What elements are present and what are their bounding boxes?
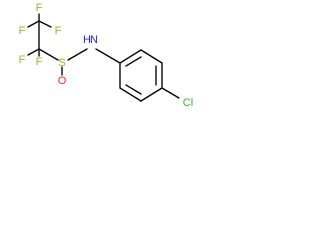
bond-cf2-f4 (27, 48, 40, 56)
ring-bond-4 (140, 87, 163, 102)
chlorine-atom: Cl (183, 97, 193, 109)
oxygen-atom: O (58, 75, 67, 87)
molecule-structure: F F F F F S O H N Cl (19, 2, 194, 109)
ring-inner-bond-3 (125, 84, 142, 95)
ring-bond-1 (119, 49, 142, 64)
fluorine-atom-4: F (19, 54, 26, 66)
ring-bond-2 (140, 49, 163, 64)
bond-cf3-f2 (27, 20, 40, 28)
molecule-canvas: F F F F F S O H N Cl (0, 0, 210, 133)
hydrogen-atom: H (83, 34, 91, 46)
bond-s-n (67, 48, 88, 61)
bond-ring-cl (161, 87, 180, 99)
nitrogen-atom: N (90, 34, 98, 46)
ring-bond-5 (119, 87, 142, 102)
fluorine-atom-5: F (36, 56, 43, 68)
sulfur-atom: S (58, 57, 65, 69)
bond-cf2-s (38, 48, 59, 61)
bond-cf3-f3 (38, 20, 52, 28)
bond-n-ring (95, 48, 121, 64)
fluorine-atom-3: F (55, 25, 62, 37)
fluorine-atom-1: F (36, 2, 43, 14)
ring-inner-bond-1 (125, 56, 142, 67)
fluorine-atom-2: F (19, 25, 26, 37)
